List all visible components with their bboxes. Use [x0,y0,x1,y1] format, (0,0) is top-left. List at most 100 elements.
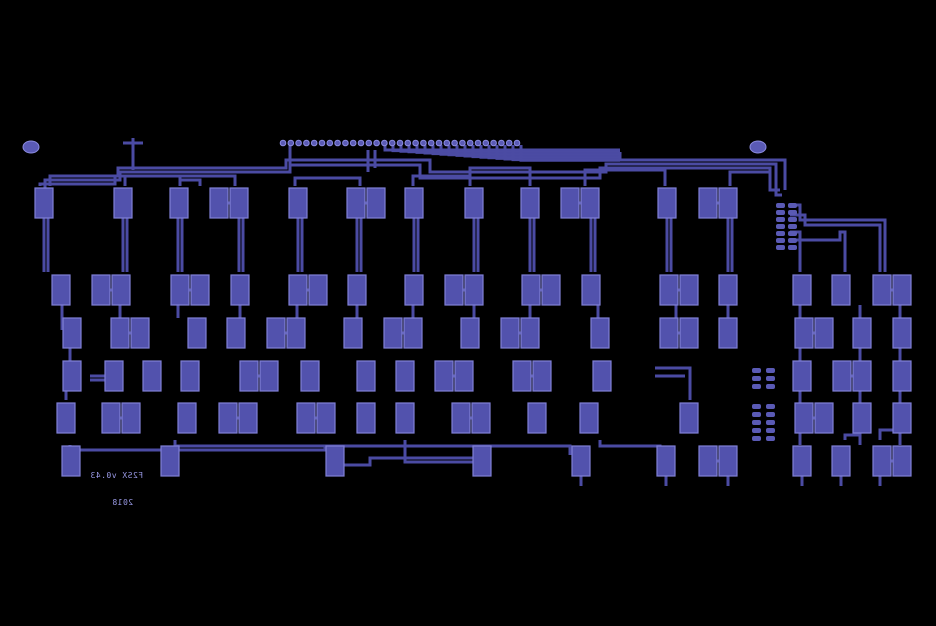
component-pad [527,402,547,434]
smd-pad [766,404,775,409]
header-hole [482,139,490,147]
component-pad [104,360,124,392]
component-pad-left [218,402,238,434]
smd-pad [752,376,761,381]
component-pad-left [91,274,111,306]
smd-pad [788,203,797,208]
board-silkscreen-label: F2SX v0.43 2018 [90,453,143,516]
header-hole [459,139,466,147]
header-hole [412,139,419,147]
component-pad-right [814,317,834,349]
component-pad-left [560,187,580,219]
board-year-text: 2018 [111,498,134,507]
bus-trace-10 [728,170,770,186]
component-pad-left [659,317,679,349]
component-pad-left [794,402,814,434]
component-pad [892,317,912,349]
component-pad [792,360,812,392]
bottom-bus-3 [340,456,480,467]
short-link-3 [655,366,692,400]
component-pad [590,317,610,349]
component-pad [657,187,677,219]
smd-pad [776,238,785,243]
header-hole [365,139,373,147]
header-hole [451,139,458,147]
component-pad [226,317,246,349]
header-hole [381,139,388,147]
smd-pad [766,368,775,373]
bus-trace-4 [123,174,237,186]
component-pad [62,360,82,392]
header-hole [310,139,318,147]
component-pad-right [454,360,474,392]
smd-pad [766,376,775,381]
component-pad-left [110,317,130,349]
smd-pad [752,404,761,409]
component-pad [356,360,376,392]
component-pad [404,187,424,219]
misc-features [22,140,797,441]
component-pad-right [111,274,131,306]
component-pad-right [229,187,249,219]
component-pad [160,445,180,477]
smd-pad [788,245,797,250]
smd-pad [766,420,775,425]
smd-pad [788,231,797,236]
bottom-bus-4 [403,440,480,464]
component-pad [892,402,912,434]
bottom-bus-5 [598,440,662,455]
component-pad-left [659,274,679,306]
component-pad-left [346,187,366,219]
header-hole [326,139,334,147]
component-pad-left [101,402,121,434]
component-pad-right [403,317,423,349]
component-pad [792,445,812,477]
component-pad [61,445,81,477]
component-pad-right [259,360,279,392]
component-pad [230,274,250,306]
component-pad-right [464,274,484,306]
component-pad-left [383,317,403,349]
component-pad [34,187,54,219]
header-hole [303,139,310,147]
header-hole [287,139,295,147]
component-pad-left [239,360,259,392]
component-pad-right [130,317,150,349]
component-pad [169,187,189,219]
component-pad-left [872,274,892,306]
component-pad [288,187,308,219]
component-pad-right [366,187,386,219]
smd-pad [766,384,775,389]
bus-trace-9 [583,168,667,186]
component-pad-left [209,187,229,219]
bus-trace-1 [43,163,780,192]
component-pad [656,445,676,477]
smd-pad [788,224,797,229]
header-holes [279,139,521,147]
right-trace-2 [790,213,882,272]
header-hole [396,139,404,147]
component-pad [300,360,320,392]
smd-pad [788,210,797,215]
component-pad [718,317,738,349]
component-pad-left [698,187,718,219]
component-pad [581,274,601,306]
component-pad [460,317,480,349]
header-hole [318,139,326,147]
header-hole [420,139,427,147]
component-pad-right [852,360,872,392]
component-pad [852,317,872,349]
component-pad [395,402,415,434]
component-pad [592,360,612,392]
component-pad-right [814,402,834,434]
component-pad [831,445,851,477]
component-pad [113,187,133,219]
component-pad-left [512,360,532,392]
smd-pad [776,231,785,236]
component-pad [343,317,363,349]
header-hole [435,139,443,147]
mounting-hole-left [22,140,40,154]
right-trace-8 [843,433,860,440]
component-pad-right [308,274,328,306]
header-hole [388,139,396,147]
